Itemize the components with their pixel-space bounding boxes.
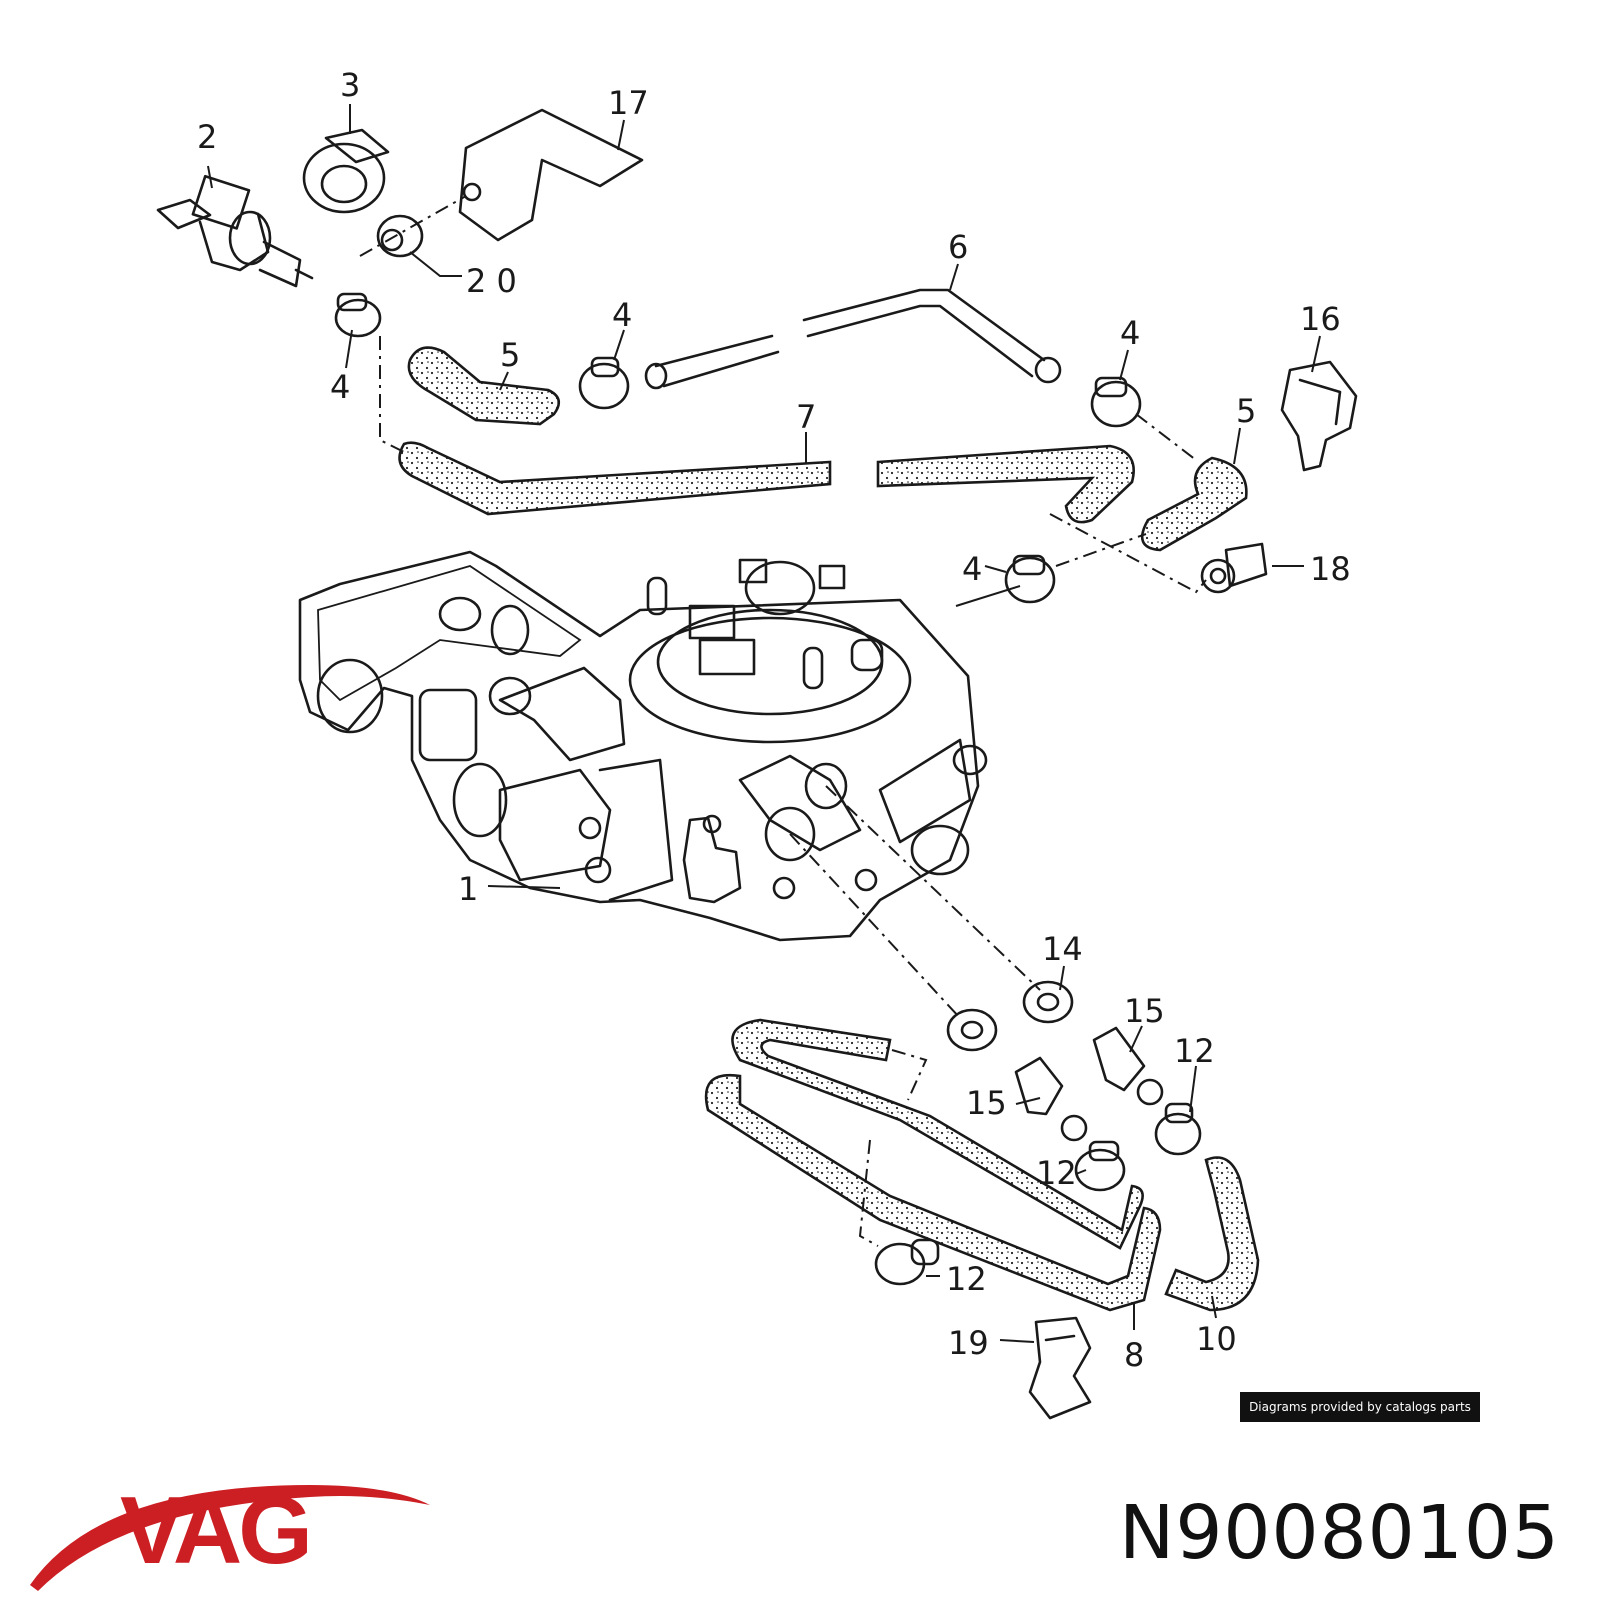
- callout-4-b: 4: [612, 296, 632, 334]
- callout-14: 14: [1042, 930, 1083, 968]
- part-3-clamp: [302, 128, 390, 214]
- diagram-credit-badge: Diagrams provided by catalogs parts: [1240, 1392, 1480, 1422]
- callout-19: 19: [948, 1324, 989, 1362]
- vag-logo: VAG: [30, 1477, 430, 1591]
- callout-labels: 2 3 17 2 0 4 5 4 6 7 4 5 16 18 4 1 14 15…: [197, 66, 1351, 1374]
- part-17-bracket: [458, 108, 644, 242]
- callout-12-b: 12: [1036, 1154, 1077, 1192]
- callout-4-c: 4: [1120, 314, 1140, 352]
- callout-7: 7: [796, 398, 816, 436]
- callout-15-a: 15: [966, 1084, 1007, 1122]
- assembly-line-upper-left: [379, 336, 405, 453]
- callout-20: 2 0: [466, 262, 517, 300]
- clamp-12-a: [1154, 1102, 1202, 1156]
- callout-1: 1: [458, 870, 478, 908]
- part-number: N90080105: [1118, 1490, 1560, 1576]
- leader-lines: [207, 104, 1321, 1343]
- clamp-12-b: [1074, 1140, 1126, 1192]
- part-2-valve: [156, 174, 314, 288]
- hose-8: [704, 1018, 1162, 1312]
- clamp-4-c: [1090, 376, 1142, 428]
- nipple-15-b: [1092, 1026, 1164, 1106]
- part-16-clip: [1280, 360, 1358, 472]
- clamp-12-c: [874, 1238, 940, 1286]
- washer-14-b: [1022, 980, 1074, 1024]
- hose-5-upper-left: [407, 346, 561, 426]
- callout-8: 8: [1124, 1336, 1144, 1374]
- assembly-line-lower-a: [789, 833, 961, 1019]
- clamp-4-d: [955, 554, 1056, 607]
- callout-12-c: 12: [946, 1260, 987, 1298]
- hose-7: [398, 441, 1135, 524]
- part-19-clip: [1028, 1316, 1092, 1420]
- clamp-4-b: [578, 356, 630, 410]
- callout-15-b: 15: [1124, 992, 1165, 1030]
- part-18-cap: [1200, 542, 1268, 594]
- callout-6: 6: [948, 228, 968, 266]
- callout-5-b: 5: [1236, 392, 1256, 430]
- callout-5-a: 5: [500, 336, 520, 374]
- part-1-throttle-body: [298, 550, 988, 942]
- hose-10: [1164, 1156, 1260, 1312]
- callout-16: 16: [1300, 300, 1341, 338]
- vag-logo-wordmark: VAG: [120, 1477, 309, 1584]
- callout-2: 2: [197, 118, 217, 156]
- vag-logo-swoosh: [30, 1485, 430, 1591]
- callout-3: 3: [340, 66, 360, 104]
- pipe-6: [644, 288, 1062, 390]
- nipple-15-a: [1014, 1056, 1088, 1142]
- callout-12-a: 12: [1174, 1032, 1215, 1070]
- callout-18: 18: [1310, 550, 1351, 588]
- washer-14-a: [946, 1008, 998, 1052]
- assembly-line-upper-right: [1049, 413, 1207, 594]
- callout-17: 17: [608, 84, 649, 122]
- part-20-spacer: [359, 195, 467, 258]
- assembly-line-lower-c: [858, 1049, 928, 1247]
- clamp-4-a: [334, 292, 382, 338]
- callout-4-d: 4: [962, 550, 982, 588]
- assembly-line-lower-b: [825, 785, 1041, 991]
- callout-4-a: 4: [330, 368, 350, 406]
- callout-10: 10: [1196, 1320, 1237, 1358]
- hose-5-upper-right: [1140, 456, 1248, 552]
